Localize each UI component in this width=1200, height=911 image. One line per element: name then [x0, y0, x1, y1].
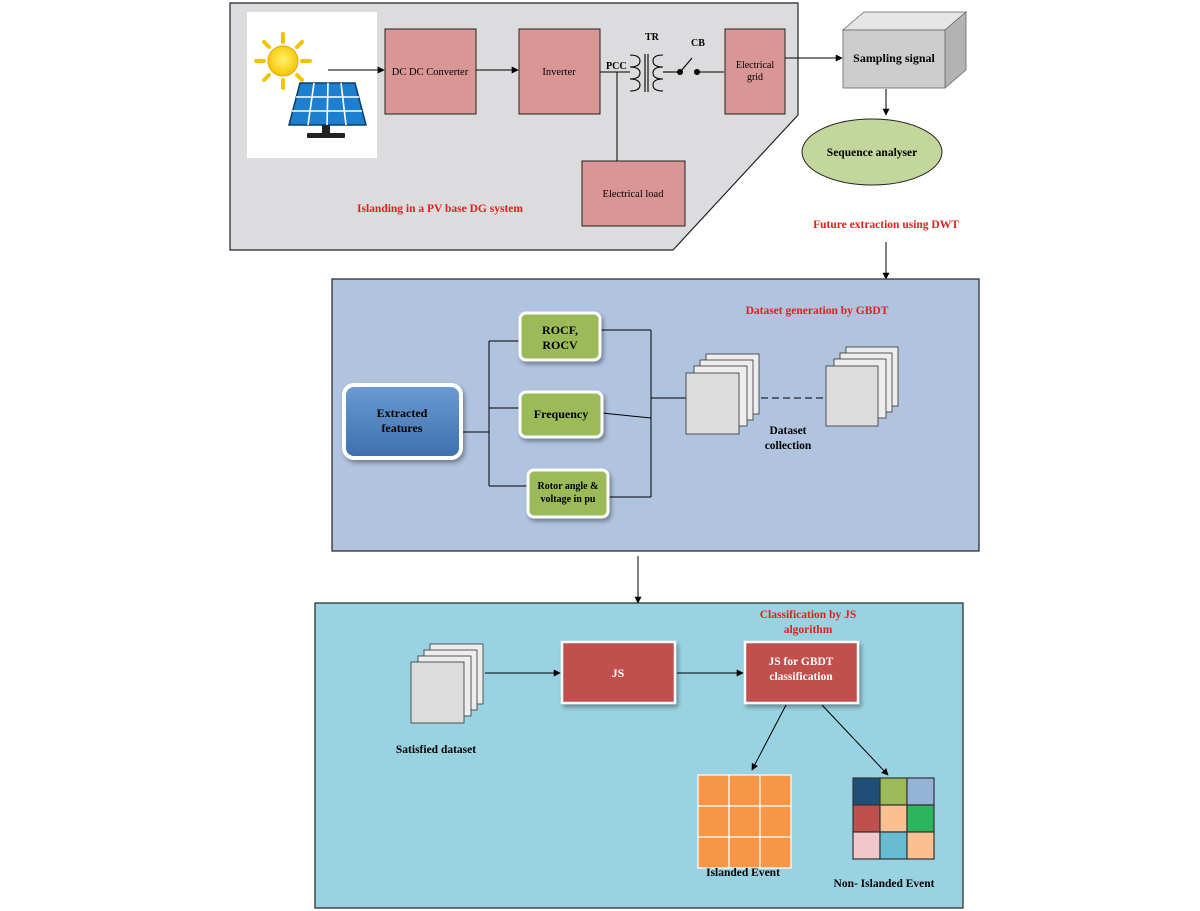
electrical-grid-block	[724, 28, 786, 115]
electrical-load-block	[581, 160, 686, 227]
js-gbdt-label-line2: classification	[769, 671, 833, 683]
non-islanded-grid-cell	[852, 804, 881, 833]
islanded-grid-cell	[759, 836, 792, 869]
non-islanded-grid-cell	[852, 831, 881, 860]
non-islanded-grid-cell	[906, 804, 935, 833]
islanded-event-grid	[697, 774, 792, 869]
rotor-angle-block	[526, 468, 610, 519]
breaker-switch-icon	[663, 57, 724, 76]
non-islanded-grid-cell	[906, 831, 935, 860]
pv-system-caption: Islanding in a PV base DG system	[357, 203, 523, 215]
islanded-grid-cell	[697, 805, 730, 838]
rocf-label-line2: ROCV	[542, 338, 578, 352]
sampling-signal-label: Sampling signal	[853, 51, 935, 65]
classification-title-line1: Classification by JS	[760, 609, 857, 621]
rocf-rocv-block	[518, 311, 602, 362]
non-islanded-grid-cell	[906, 777, 935, 806]
sampling-signal-box	[841, 11, 968, 89]
dataset-stack-right	[825, 346, 899, 427]
islanded-grid-cell	[728, 805, 761, 838]
electrical-grid-label-line1: Electrical	[736, 60, 775, 71]
dataset-collection-label-line1: Dataset	[769, 425, 806, 437]
js-block	[560, 640, 677, 705]
dataset-collection-label-line2: collection	[765, 440, 812, 452]
tr-label: TR	[645, 32, 660, 43]
satisfied-dataset-stack	[410, 643, 484, 724]
js-label: JS	[612, 666, 625, 680]
islanded-grid-cell	[759, 805, 792, 838]
electrical-load-label: Electrical load	[603, 189, 665, 200]
cb-label: CB	[691, 38, 705, 49]
classification-title-line2: algorithm	[784, 624, 833, 636]
js-gbdt-label-line1: JS for GBDT	[769, 656, 834, 668]
sequence-analyser-ellipse	[801, 118, 943, 186]
solar-panel-icon	[288, 82, 367, 138]
non-islanded-grid-cell	[879, 777, 908, 806]
electrical-grid-label-line2: grid	[747, 72, 763, 83]
islanded-grid-cell	[728, 836, 761, 869]
sun-icon	[254, 32, 312, 90]
non-islanded-grid-cell	[879, 831, 908, 860]
rotor-angle-label-line2: voltage in pu	[540, 494, 595, 505]
js-gbdt-block	[743, 640, 860, 705]
rotor-angle-label-line1: Rotor angle &	[538, 481, 599, 492]
extracted-features-label-line2: features	[381, 421, 422, 435]
inverter-block	[518, 28, 601, 115]
islanded-grid-cell	[759, 774, 792, 807]
frequency-label: Frequency	[534, 407, 588, 421]
extracted-features-block	[342, 383, 463, 460]
dataset-stack-left	[685, 353, 760, 435]
transformer-icon	[629, 54, 664, 92]
islanded-grid-cell	[697, 774, 730, 807]
frequency-block	[518, 390, 604, 439]
dcdc-converter-block	[384, 28, 477, 115]
dataset-generation-title: Dataset generation by GBDT	[746, 305, 889, 317]
feature-extraction-label: Future extraction using DWT	[813, 219, 959, 231]
non-islanded-grid-cell	[852, 777, 881, 806]
rocf-label-line1: ROCF,	[542, 323, 578, 337]
non-islanded-event-label: Non- Islanded Event	[834, 878, 935, 890]
inverter-label: Inverter	[542, 67, 576, 78]
sequence-analyser-label: Sequence analyser	[827, 147, 917, 159]
satisfied-dataset-label: Satisfied dataset	[396, 744, 476, 756]
islanded-grid-cell	[697, 836, 730, 869]
pcc-label: PCC	[606, 61, 627, 72]
gbdt-to-islanded-arrow	[751, 704, 787, 771]
features-connectors	[463, 329, 686, 498]
non-islanded-grid-cell	[879, 804, 908, 833]
islanded-grid-cell	[728, 774, 761, 807]
islanded-event-label: Islanded Event	[706, 867, 780, 879]
non-islanded-event-grid	[852, 777, 935, 860]
gbdt-to-non-islanded-arrow	[821, 704, 889, 776]
dcdc-converter-label: DC DC Converter	[392, 67, 469, 78]
extracted-features-label-line1: Extracted	[377, 406, 428, 420]
